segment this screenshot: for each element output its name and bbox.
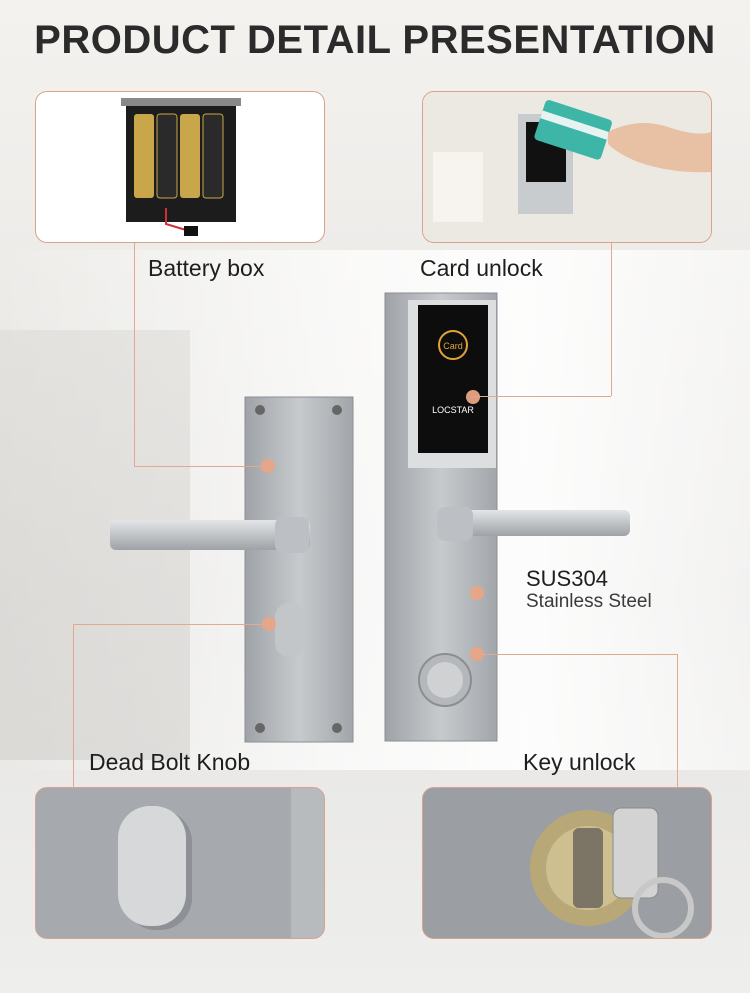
lock-brand-text: LOCSTAR xyxy=(432,405,474,415)
battery-box-image xyxy=(121,98,241,236)
dead-bolt-panel xyxy=(35,787,325,939)
stainless-steel-dot xyxy=(470,586,484,600)
card-unlock-image xyxy=(423,92,711,242)
card-unlock-label: Card unlock xyxy=(420,255,543,281)
key-line-vertical xyxy=(677,654,678,787)
card-reader-text: Card xyxy=(443,341,463,351)
card-line-vertical xyxy=(611,243,612,396)
door-lock-illustration: Card LOCSTAR xyxy=(110,292,630,743)
key-unlock-image xyxy=(423,788,711,938)
key-unlock-label: Key unlock xyxy=(523,749,636,775)
deadbolt-line-horizontal xyxy=(73,624,269,625)
page-title: PRODUCT DETAIL PRESENTATION xyxy=(34,18,716,62)
battery-box-dot xyxy=(261,459,275,473)
battery-line-horizontal xyxy=(134,466,268,467)
dead-bolt-dot xyxy=(262,617,276,631)
dead-bolt-label: Dead Bolt Knob xyxy=(89,749,251,775)
battery-box-label: Battery box xyxy=(148,255,265,281)
material-code-label: SUS304 xyxy=(526,566,608,591)
key-unlock-panel xyxy=(422,787,712,939)
material-name-label: Stainless Steel xyxy=(526,591,652,612)
dead-bolt-image xyxy=(36,788,324,938)
battery-box-panel xyxy=(35,91,325,243)
key-line-horizontal xyxy=(477,654,678,655)
card-unlock-dot xyxy=(466,390,480,404)
deadbolt-line-vertical xyxy=(73,624,74,787)
card-unlock-panel xyxy=(422,91,712,243)
card-line-horizontal xyxy=(473,396,611,397)
battery-line-vertical xyxy=(134,243,135,466)
